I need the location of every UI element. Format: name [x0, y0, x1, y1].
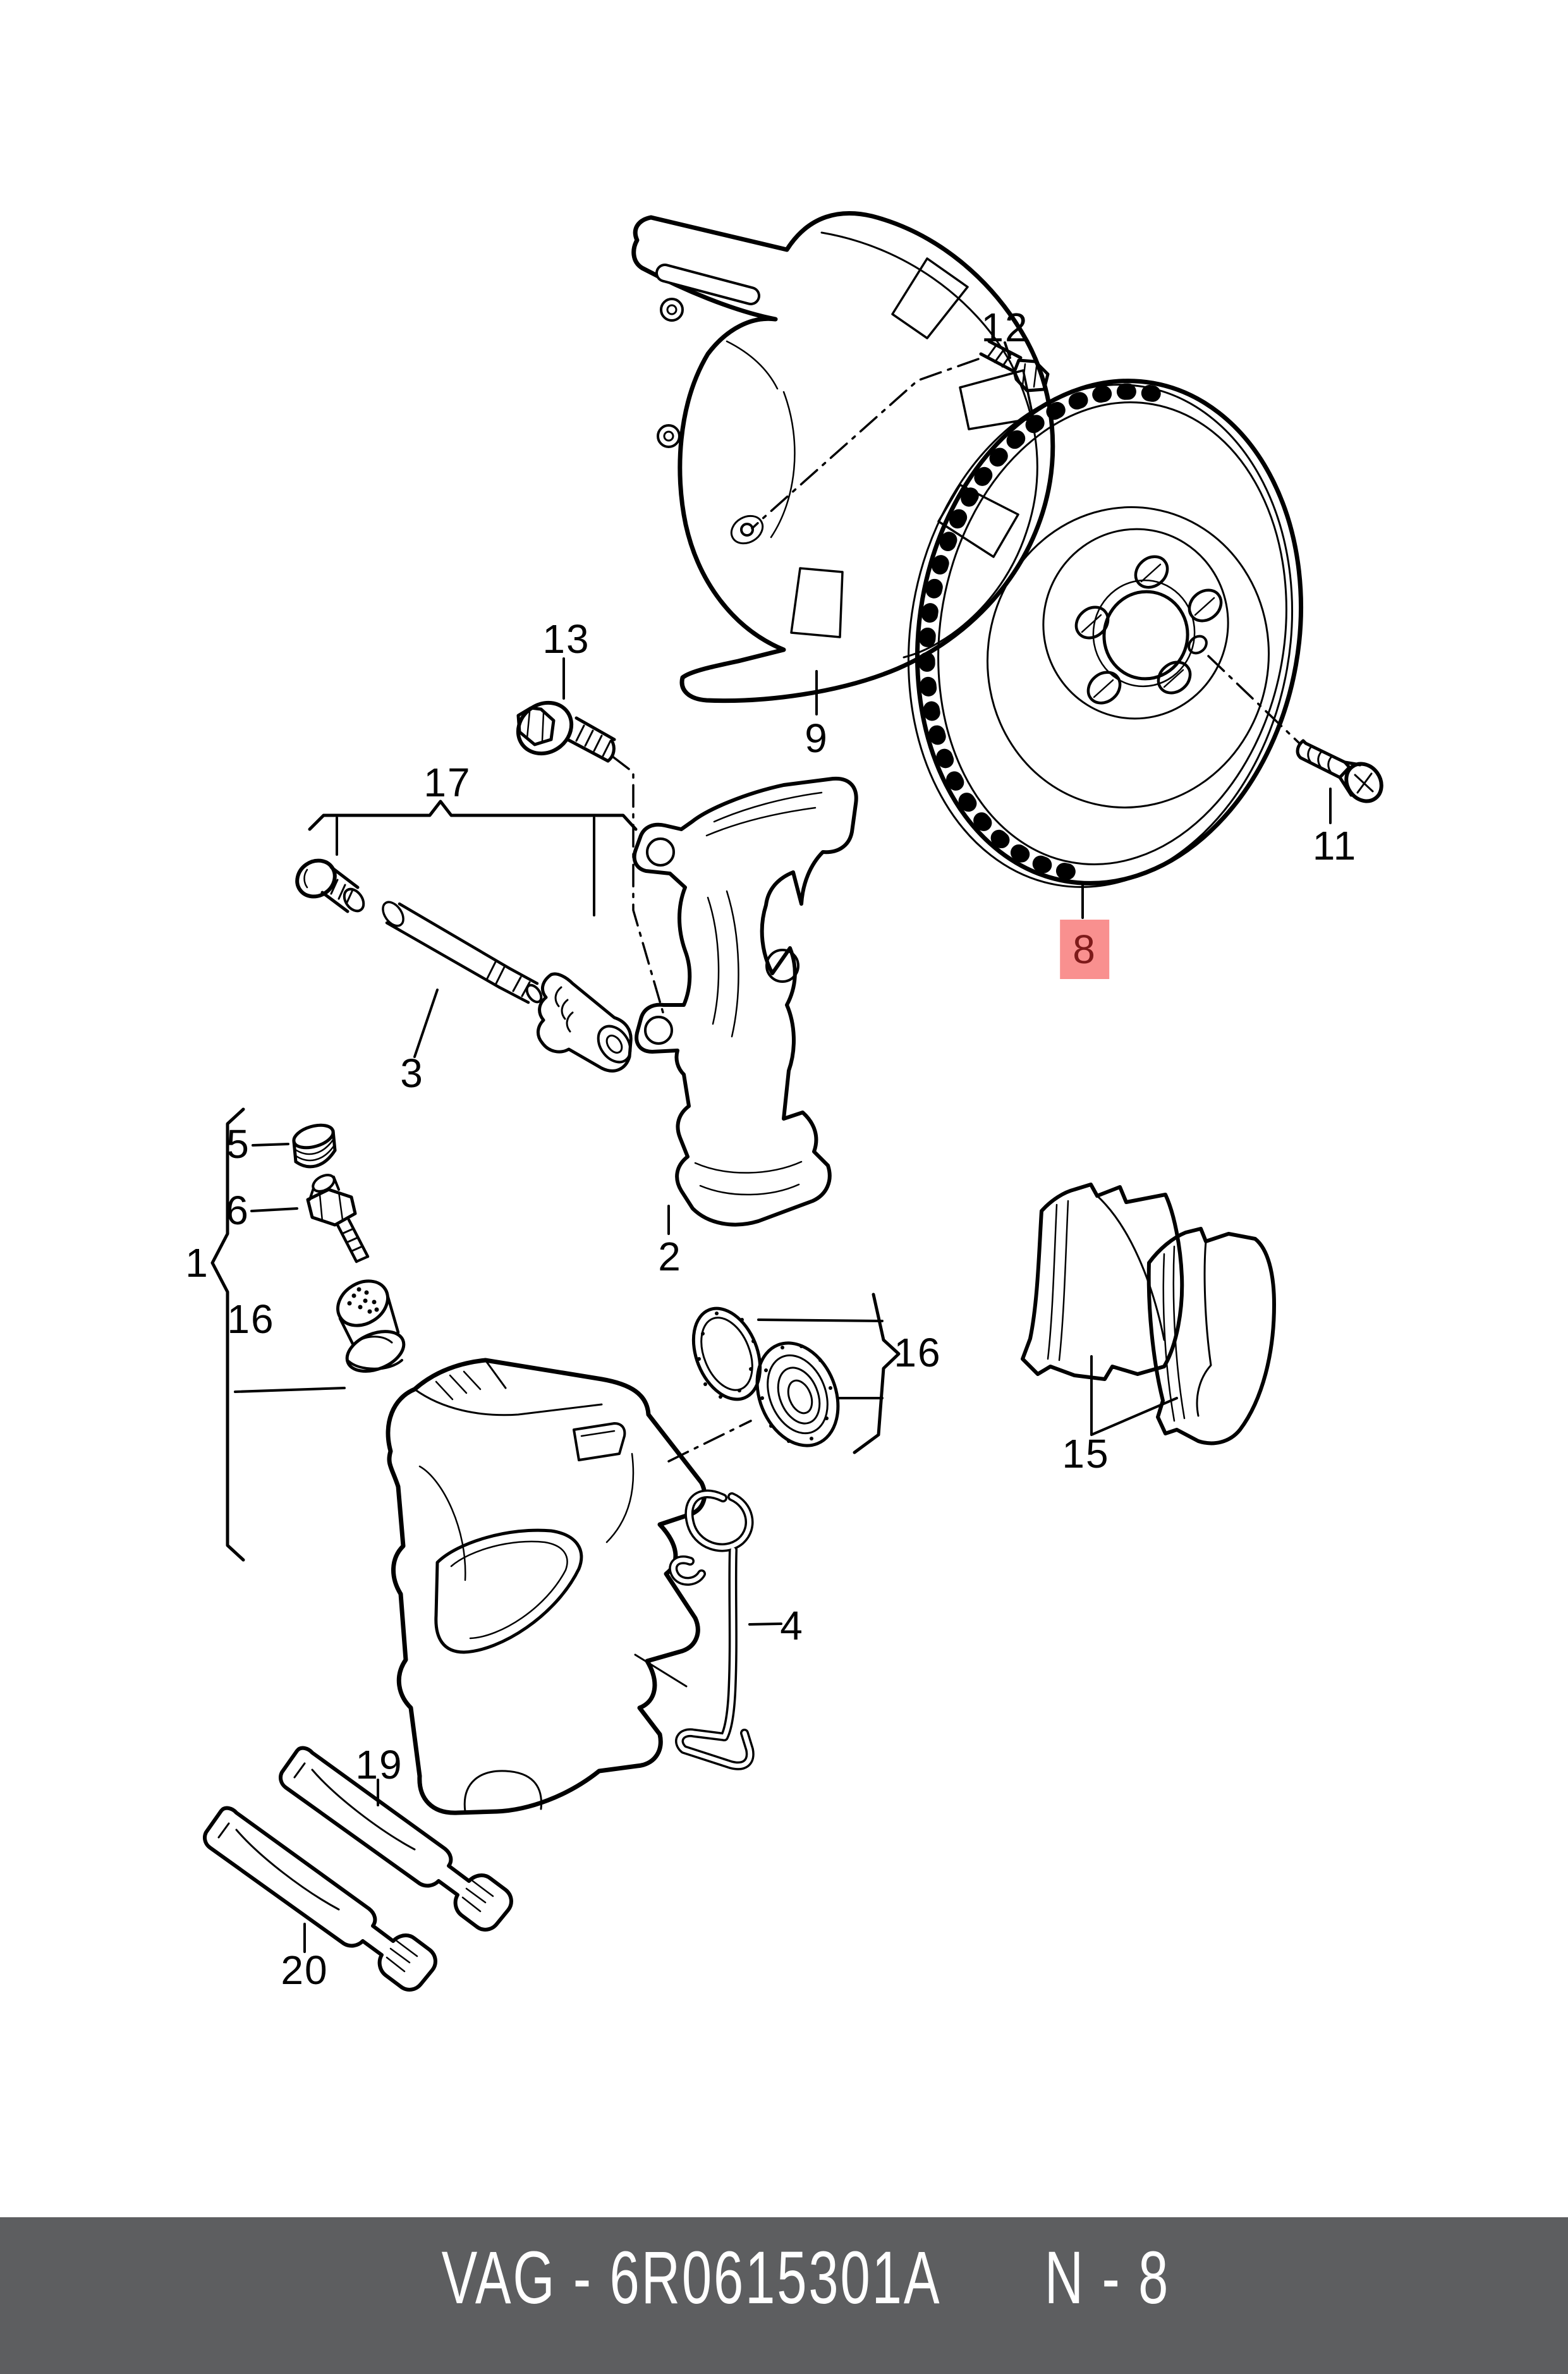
guide-pin-3	[382, 901, 543, 1058]
callout-8[interactable]: 8	[1060, 920, 1109, 979]
brake-pads	[1021, 1183, 1276, 1446]
hex-bolt-12	[751, 339, 1050, 530]
callout-5[interactable]: 5	[226, 1121, 250, 1167]
callout-20[interactable]: 20	[281, 1947, 329, 1993]
callout-19[interactable]: 19	[355, 1742, 403, 1787]
seal-ring-16	[691, 1306, 762, 1401]
callout-9[interactable]: 9	[805, 715, 829, 761]
callout-12[interactable]: 12	[981, 305, 1029, 350]
callout-3[interactable]: 3	[400, 1050, 424, 1096]
dust-boot-16	[755, 1341, 840, 1447]
caliper-housing	[386, 1358, 752, 1815]
callout-1[interactable]: 1	[185, 1240, 209, 1286]
callout-16-left[interactable]: 16	[227, 1296, 275, 1342]
callout-13[interactable]: 13	[542, 616, 590, 662]
brake-disc	[908, 379, 1303, 919]
bleeder-cap-5	[252, 1123, 337, 1169]
seal-kit-bracket-16	[757, 1293, 901, 1454]
callout-2[interactable]: 2	[658, 1234, 682, 1279]
footer-bar: VAG - 6R0615301A N - 8	[0, 2217, 1568, 2374]
piston-16	[234, 1279, 406, 1393]
bleeder-valve-6	[250, 1174, 370, 1263]
splash-shield	[631, 210, 1055, 703]
cap-screw-17	[295, 858, 365, 913]
grease-tube-19	[279, 1746, 513, 1932]
callout-17[interactable]: 17	[423, 760, 471, 805]
callout-16-right[interactable]: 16	[894, 1330, 942, 1375]
retaining-spring	[669, 1489, 782, 1770]
group-bracket-1	[210, 1107, 245, 1562]
callout-6[interactable]: 6	[226, 1188, 250, 1233]
carrier-bolt-13	[516, 657, 666, 1020]
footer-part-number: VAG - 6R0615301A	[441, 2236, 942, 2320]
footer-page-ref: N - 8	[1044, 2236, 1170, 2320]
guide-kit-bracket-17	[308, 800, 638, 916]
callout-11[interactable]: 11	[1312, 823, 1358, 868]
callout-4[interactable]: 4	[780, 1603, 804, 1648]
callout-15[interactable]: 15	[1062, 1431, 1110, 1476]
grease-tube-20	[203, 1806, 437, 1992]
disc-screw-11	[1296, 739, 1383, 824]
caliper-carrier	[632, 776, 858, 1235]
guide-bushing-17	[537, 972, 633, 1073]
